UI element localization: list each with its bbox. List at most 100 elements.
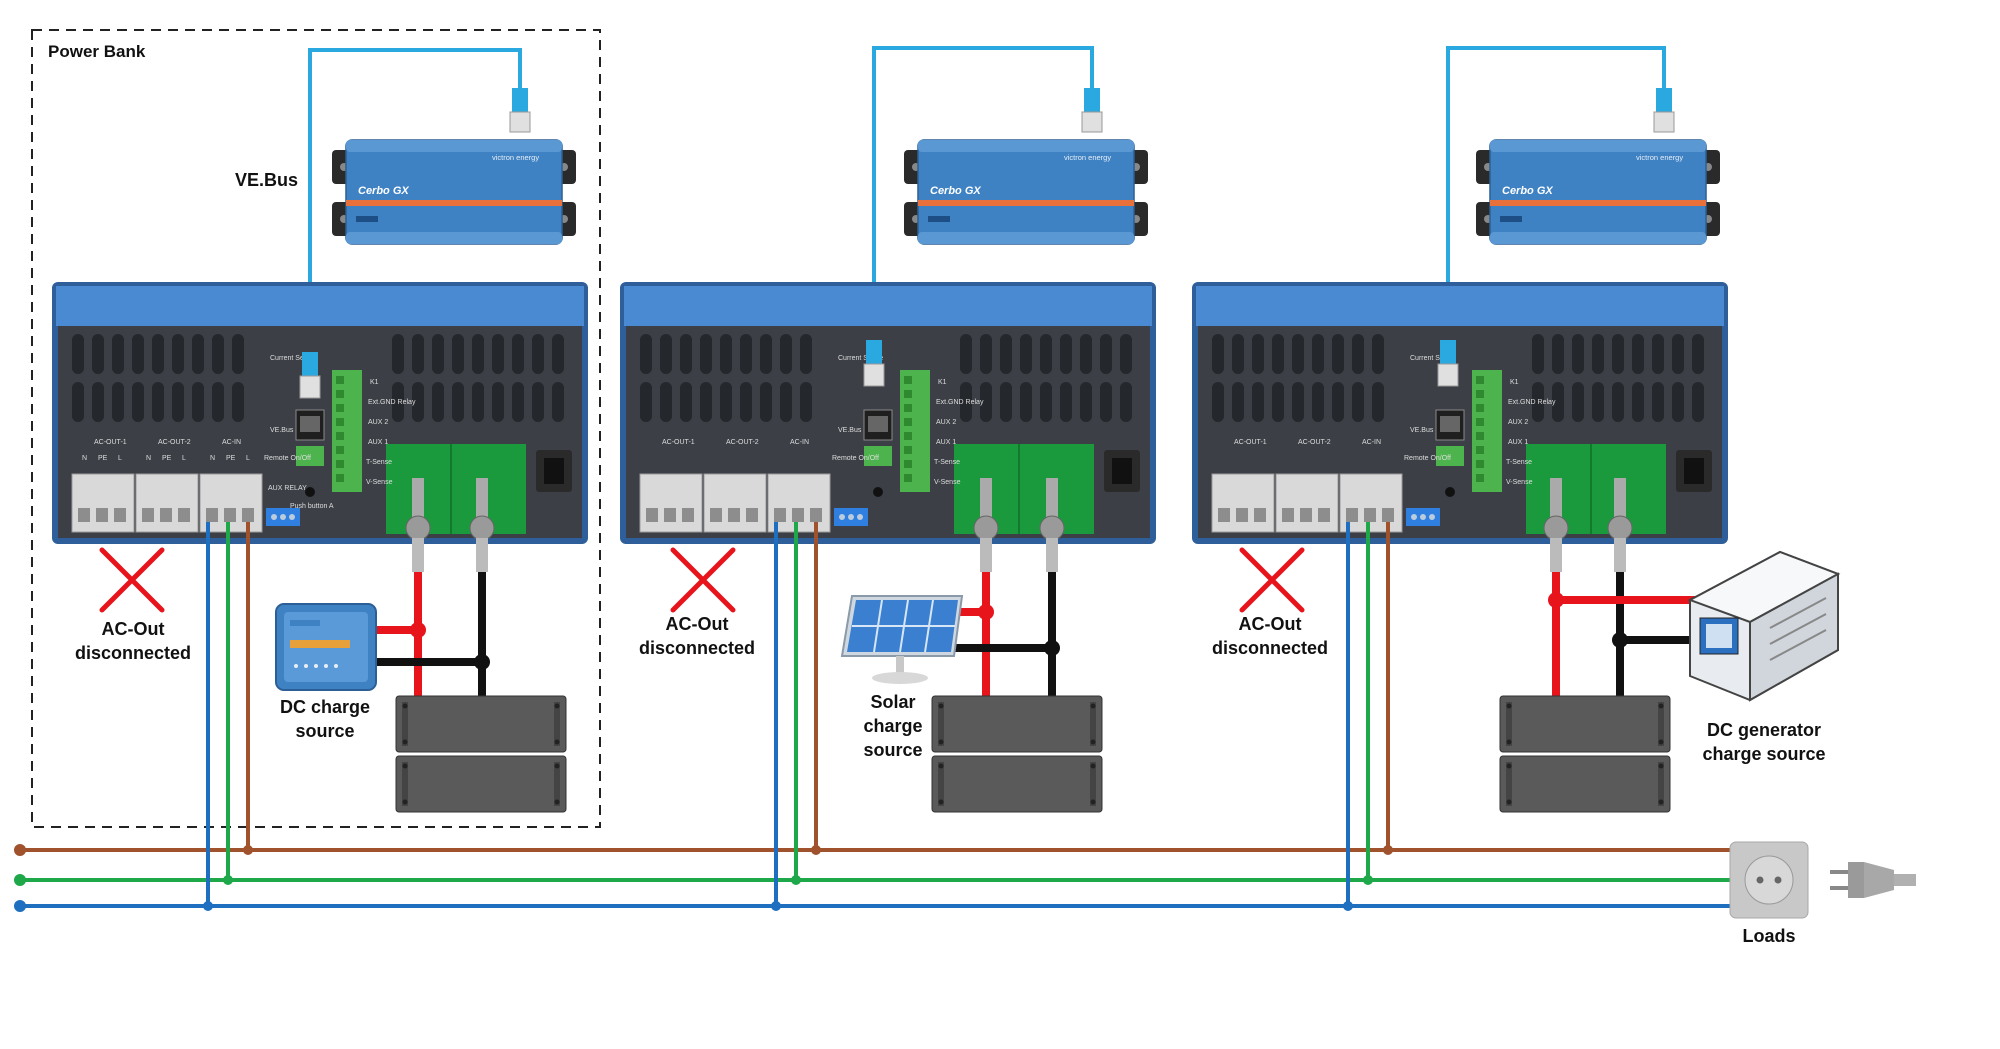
svg-text:T-Sense: T-Sense: [366, 459, 392, 466]
ac-out-2-line2: disconnected: [639, 638, 755, 658]
plug-icon: [1830, 862, 1916, 898]
svg-text:AUX 1: AUX 1: [1508, 439, 1528, 446]
vebus-cable-3: [1446, 46, 1666, 356]
svg-text:Ext.GND Relay: Ext.GND Relay: [368, 399, 416, 406]
svg-text:Remote On/Off: Remote On/Off: [264, 455, 311, 462]
battery-2b: [931, 755, 1103, 813]
source-1-line2: source: [295, 721, 354, 741]
svg-text:T-Sense: T-Sense: [934, 459, 960, 466]
svg-text:Ext.GND Relay: Ext.GND Relay: [1508, 399, 1556, 406]
dc-charger-icon: [275, 603, 377, 691]
svg-text:AUX 2: AUX 2: [936, 419, 956, 426]
svg-text:victron energy: victron energy: [1064, 153, 1111, 162]
svg-text:AC-OUT-1: AC-OUT-1: [662, 439, 695, 446]
svg-text:AC-IN: AC-IN: [1362, 439, 1381, 446]
dc-generator-icon: [1687, 550, 1841, 702]
svg-text:V-Sense: V-Sense: [1506, 479, 1533, 486]
svg-text:N: N: [146, 455, 151, 462]
rj45-plug-icon: [1437, 340, 1459, 387]
svg-text:victron energy: victron energy: [1636, 153, 1683, 162]
ac-out-1-line1: AC-Out: [102, 619, 165, 639]
power-bank-label: Power Bank: [48, 42, 146, 61]
svg-text:AC-IN: AC-IN: [222, 439, 241, 446]
rj45-plug-icon: [1653, 88, 1675, 133]
svg-text:K1: K1: [370, 379, 379, 386]
battery-1b: [395, 755, 567, 813]
source-2-line3: source: [863, 740, 922, 760]
unit-2: Cerbo GX victron energy AC-OUT-1 AC-OUT-…: [619, 46, 1157, 911]
source-2-line1: Solar: [870, 692, 915, 712]
svg-text:PE: PE: [226, 455, 236, 462]
svg-text:AC-OUT-2: AC-OUT-2: [158, 439, 191, 446]
svg-text:AC-OUT-2: AC-OUT-2: [726, 439, 759, 446]
ac-bus: [14, 844, 1730, 912]
vebus-cable-1: [308, 48, 522, 370]
svg-text:Current Sense: Current Sense: [838, 355, 883, 362]
unit-1: Cerbo GX victron energy VE.Bus AC-OUT-1 …: [51, 48, 589, 911]
rj45-plug-icon: [1081, 88, 1103, 133]
svg-text:Ext.GND Relay: Ext.GND Relay: [936, 399, 984, 406]
svg-text:victron energy: victron energy: [492, 153, 539, 162]
svg-text:VE.Bus: VE.Bus: [270, 427, 294, 434]
battery-3b: [1499, 755, 1671, 813]
svg-text:Cerbo GX: Cerbo GX: [358, 185, 409, 197]
svg-text:VE.Bus: VE.Bus: [1410, 427, 1434, 434]
disconnected-x-icon: [1242, 550, 1302, 610]
source-1-line1: DC charge: [280, 697, 370, 717]
svg-text:AUX 1: AUX 1: [368, 439, 388, 446]
source-3-line2: charge source: [1702, 744, 1825, 764]
loads-label: Loads: [1742, 926, 1795, 946]
svg-text:AUX 1: AUX 1: [936, 439, 956, 446]
inverter-1: AC-OUT-1 AC-OUT-2 AC-IN N PE L N PE L N …: [51, 281, 589, 545]
svg-text:Remote On/Off: Remote On/Off: [832, 455, 879, 462]
svg-text:N: N: [210, 455, 215, 462]
source-3-line1: DC generator: [1707, 720, 1821, 740]
svg-text:Current Sense: Current Sense: [1410, 355, 1455, 362]
svg-text:AC-IN: AC-IN: [790, 439, 809, 446]
svg-text:N: N: [82, 455, 87, 462]
ac-out-3-line2: disconnected: [1212, 638, 1328, 658]
svg-text:L: L: [182, 455, 186, 462]
solar-panel-icon: [840, 595, 964, 684]
rj45-plug-icon: [509, 88, 531, 133]
ac-out-2-line1: AC-Out: [666, 614, 729, 634]
battery-2a: [931, 695, 1103, 753]
svg-text:AC-OUT-2: AC-OUT-2: [1298, 439, 1331, 446]
rj45-plug-icon: [863, 340, 885, 387]
svg-text:AUX RELAY: AUX RELAY: [268, 485, 307, 492]
svg-text:K1: K1: [1510, 379, 1519, 386]
battery-1a: [395, 695, 567, 753]
svg-text:AC-OUT-1: AC-OUT-1: [94, 439, 127, 446]
svg-text:Cerbo GX: Cerbo GX: [930, 185, 981, 197]
svg-text:V-Sense: V-Sense: [934, 479, 961, 486]
inverter-3: AC-OUT-1 AC-OUT-2 AC-IN Current Sense VE…: [1191, 281, 1729, 545]
disconnected-x-icon: [673, 550, 733, 610]
svg-text:AUX 2: AUX 2: [368, 419, 388, 426]
svg-text:Current Sense: Current Sense: [270, 355, 315, 362]
source-2-line2: charge: [863, 716, 922, 736]
svg-text:K1: K1: [938, 379, 947, 386]
power-bank-boundary: [31, 29, 601, 828]
svg-text:AUX 2: AUX 2: [1508, 419, 1528, 426]
socket-icon: [1729, 841, 1809, 919]
ac-out-1-line2: disconnected: [75, 643, 191, 663]
inverter-2: AC-OUT-1 AC-OUT-2 AC-IN Current Sense VE…: [619, 281, 1157, 545]
cerbo-gx-2: Cerbo GX victron energy: [903, 139, 1149, 245]
svg-text:L: L: [118, 455, 122, 462]
svg-text:AC-OUT-1: AC-OUT-1: [1234, 439, 1267, 446]
disconnected-x-icon: [102, 550, 162, 610]
svg-text:PE: PE: [162, 455, 172, 462]
cerbo-gx-1: Cerbo GX victron energy: [331, 139, 577, 245]
unit-3: Cerbo GX victron energy AC-OUT-1 AC-OUT-…: [1191, 46, 1841, 911]
cerbo-gx-3: Cerbo GX victron energy: [1475, 139, 1721, 245]
svg-text:L: L: [246, 455, 250, 462]
rj45-plug-icon: [299, 352, 321, 399]
vebus-label: VE.Bus: [235, 170, 298, 190]
vebus-cable-2: [872, 46, 1094, 356]
battery-3a: [1499, 695, 1671, 753]
svg-text:V-Sense: V-Sense: [366, 479, 393, 486]
ac-out-3-line1: AC-Out: [1239, 614, 1302, 634]
svg-text:T-Sense: T-Sense: [1506, 459, 1532, 466]
svg-text:PE: PE: [98, 455, 108, 462]
